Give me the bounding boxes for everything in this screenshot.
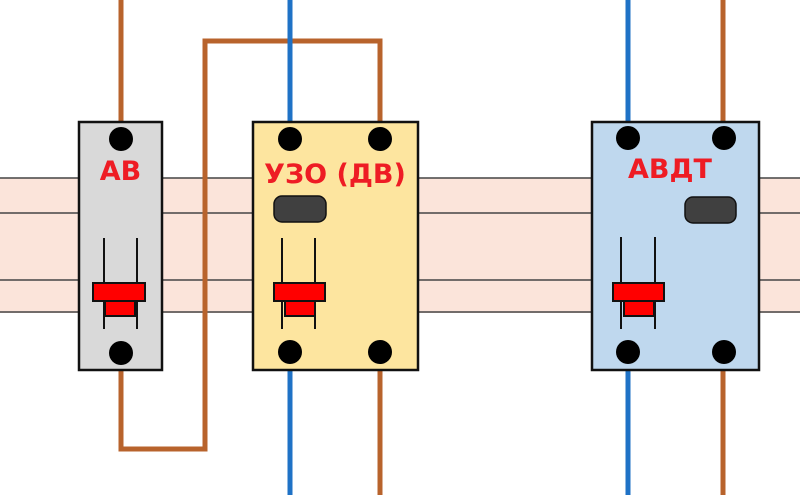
toggle-lever-icon: [612, 237, 665, 329]
toggle-lever-icon: [92, 238, 146, 329]
avdt-rcbo: АВДТ: [590, 120, 761, 372]
av-breaker: АВ: [77, 120, 164, 372]
terminal: [712, 126, 736, 150]
terminal: [109, 341, 133, 365]
av-label: АВ: [100, 156, 141, 187]
terminal: [368, 340, 392, 364]
terminal: [616, 126, 640, 150]
terminal: [368, 127, 392, 151]
toggle-lever-icon: [273, 238, 326, 329]
terminal: [616, 340, 640, 364]
test-button: [273, 195, 327, 223]
terminal: [712, 340, 736, 364]
wires: [118, 0, 726, 495]
uzo-rcd: УЗО (ДВ): [251, 120, 420, 372]
avdt-label: АВДТ: [628, 154, 713, 185]
av-to-uzo-phase-wire: [118, 38, 383, 452]
uzo-label: УЗО (ДВ): [264, 159, 406, 190]
test-button: [684, 196, 737, 224]
terminal: [278, 340, 302, 364]
terminal: [109, 127, 133, 151]
terminal: [278, 127, 302, 151]
